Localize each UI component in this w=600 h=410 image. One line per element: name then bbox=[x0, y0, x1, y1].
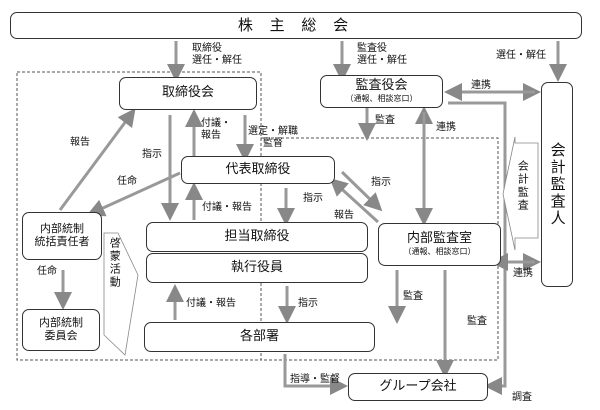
executive-officers: 執行役員 bbox=[146, 253, 368, 283]
awareness-callout: 啓蒙活動 bbox=[108, 237, 122, 289]
accounting-auditor-label: 会計監査人 bbox=[548, 142, 567, 227]
label-proposal-report-exec: 付議・報告 bbox=[186, 298, 236, 309]
accounting-audit-callout: 会計監査 bbox=[516, 160, 530, 212]
ic-committee: 内部統制 委員会 bbox=[22, 309, 100, 351]
arrow-dept-group bbox=[283, 354, 348, 395]
director-in-charge: 担当取締役 bbox=[146, 222, 368, 252]
label-investigation: 調査 bbox=[512, 392, 532, 403]
arrow-ia-rep bbox=[329, 177, 380, 224]
accounting-audit-callout-shape bbox=[502, 136, 539, 251]
label-instruction-rep: 指示 bbox=[303, 193, 323, 204]
label-audit-down: 監査 bbox=[375, 115, 395, 126]
arrow-icofficer-board bbox=[58, 108, 136, 211]
label-proposal-report-board: 付議・ 報告 bbox=[201, 118, 231, 141]
label-report-ia: 報告 bbox=[334, 210, 354, 221]
label-auditor-election: 監査役 選任・解任 bbox=[357, 43, 407, 66]
audit-board-label: 監査役会 bbox=[355, 78, 408, 94]
exec-officers-label: 執行役員 bbox=[230, 259, 283, 275]
label-cooperation-top: 連携 bbox=[471, 80, 491, 91]
label-appointment-committee: 任命 bbox=[37, 266, 57, 277]
arrow-auditboard-group bbox=[448, 101, 507, 395]
internal-audit-label: 内部監査室 bbox=[406, 231, 472, 247]
label-proposal-report-rep: 付議・報告 bbox=[202, 202, 252, 213]
ic-officer-label: 内部統制 統括責任者 bbox=[34, 222, 90, 248]
audit-board-sub: （通報、相談窓口） bbox=[345, 94, 418, 104]
label-selection-dismissal: 選定・解職 監督 bbox=[248, 126, 298, 149]
ic-committee-label: 内部統制 委員会 bbox=[39, 316, 83, 342]
ic-officer: 内部統制 統括責任者 bbox=[22, 212, 102, 260]
internal-audit-sub: （通報、相談窓口） bbox=[403, 247, 476, 257]
rep-director-label: 代表取締役 bbox=[225, 161, 291, 177]
arrow-rep-ia bbox=[340, 170, 383, 212]
label-appointment: 任命 bbox=[117, 176, 137, 187]
board-label: 取締役会 bbox=[161, 85, 214, 101]
representative-director: 代表取締役 bbox=[181, 156, 335, 184]
label-audit-ia-group: 監査 bbox=[467, 316, 487, 327]
shareholders-meeting: 株 主 総 会 bbox=[10, 12, 582, 39]
departments-label: 各部署 bbox=[239, 328, 279, 344]
shareholders-label: 株 主 総 会 bbox=[237, 15, 355, 34]
label-guidance-supervision: 指導・監督 bbox=[290, 374, 340, 385]
arrow-rep-icofficer bbox=[86, 171, 181, 217]
audit-board: 監査役会 （通報、相談窓口） bbox=[320, 75, 443, 108]
label-cooperation-mid: 連携 bbox=[436, 122, 456, 133]
internal-audit-office: 内部監査室 （通報、相談窓口） bbox=[378, 223, 501, 266]
label-audit-ia-dept: 監査 bbox=[403, 291, 423, 302]
awareness-callout-shape bbox=[103, 232, 139, 356]
accounting-auditor: 会計監査人 bbox=[541, 82, 573, 287]
label-report-left: 報告 bbox=[70, 137, 90, 148]
label-cooperation-ia-acc: 連携 bbox=[513, 268, 533, 279]
label-instruction-left: 指示 bbox=[142, 149, 162, 160]
board-of-directors: 取締役会 bbox=[119, 77, 257, 110]
label-acc-election: 選任・解任 bbox=[496, 50, 546, 61]
group-companies-label: グループ会社 bbox=[379, 378, 457, 394]
label-instruction-exec: 指示 bbox=[298, 298, 318, 309]
group-companies: グループ会社 bbox=[348, 373, 488, 401]
label-instruction-ia: 指示 bbox=[371, 177, 391, 188]
label-director-election: 取締役 選任・解任 bbox=[192, 43, 242, 66]
director-in-charge-label: 担当取締役 bbox=[224, 228, 290, 244]
departments: 各部署 bbox=[144, 322, 375, 352]
